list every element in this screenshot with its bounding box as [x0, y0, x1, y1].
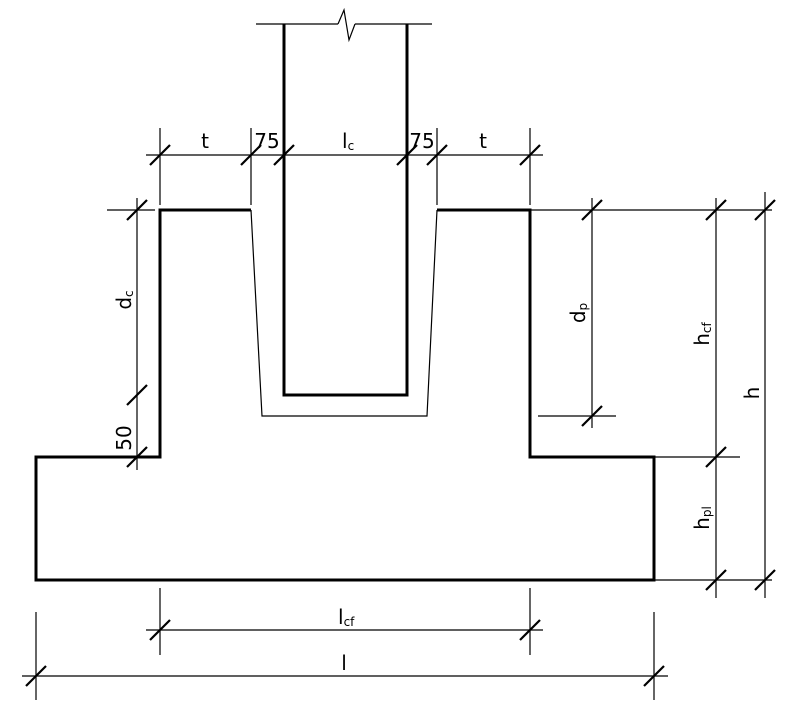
- dim-tick: [705, 199, 727, 221]
- dim-tick: [705, 569, 727, 591]
- dim-tick: [519, 144, 541, 166]
- dim-tick: [396, 144, 418, 166]
- dim-tick: [126, 199, 148, 221]
- label-l: l: [341, 651, 347, 675]
- dim-tick: [126, 384, 148, 406]
- label-lcf: lcf: [338, 605, 355, 629]
- top-dimension-chain: t 75 lc 75 t: [146, 128, 543, 205]
- dim-tick: [754, 199, 776, 221]
- dim-tick: [149, 144, 171, 166]
- left-dimension-chain: dc 50: [107, 198, 155, 470]
- dim-tick: [581, 199, 603, 221]
- label-cover: 50: [112, 425, 136, 450]
- label-dp: dp: [566, 303, 590, 323]
- dim-tick: [126, 446, 148, 468]
- dim-tick: [581, 405, 603, 427]
- lcf-dimension: lcf: [146, 588, 543, 655]
- dim-tick: [25, 665, 47, 687]
- dim-tick: [705, 446, 727, 468]
- label-t-right: t: [479, 129, 487, 153]
- label-hcf: hcf: [690, 321, 714, 345]
- dim-tick: [149, 619, 171, 641]
- foundation-outline: [34, 208, 656, 582]
- dp-dimension: dp: [530, 198, 772, 428]
- label-gap-right: 75: [409, 129, 434, 153]
- dim-tick: [273, 144, 295, 166]
- break-symbol: [337, 7, 356, 43]
- dim-tick: [240, 144, 262, 166]
- label-t-left: t: [201, 129, 209, 153]
- dim-tick: [426, 144, 448, 166]
- label-dc: dc: [112, 290, 136, 309]
- label-gap-left: 75: [254, 129, 279, 153]
- column-outline: [282, 24, 409, 397]
- total-height-dimension: h: [740, 192, 776, 598]
- dim-tick: [519, 619, 541, 641]
- hcf-hpl-dimension: hcf hpl: [654, 198, 772, 598]
- dim-tick: [754, 569, 776, 591]
- total-length-dimension: l: [22, 612, 668, 700]
- socket-outline: [250, 209, 438, 417]
- dim-tick: [643, 665, 665, 687]
- label-h: h: [740, 387, 764, 400]
- label-hpl: hpl: [690, 506, 714, 530]
- label-lc: lc: [342, 129, 354, 153]
- column: [256, 7, 432, 397]
